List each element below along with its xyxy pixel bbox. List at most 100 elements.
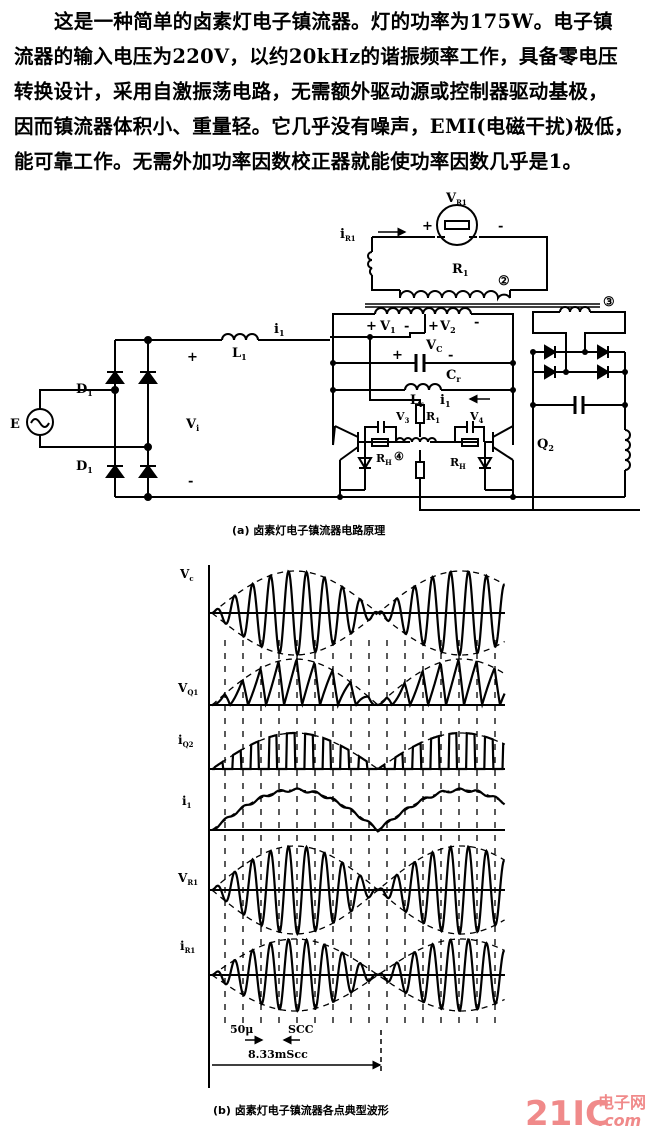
label-v3: V3 (395, 410, 410, 425)
wire (371, 236, 548, 291)
label-vc-wave: Vc (179, 567, 194, 583)
inductor-icon (624, 429, 631, 471)
node-dot (530, 349, 536, 355)
node-dot (563, 369, 569, 375)
vr1-trace (211, 844, 505, 937)
wire (369, 337, 421, 405)
label-half-cycle: 8.33mScc (248, 1048, 308, 1061)
label-period: 50μ (230, 1023, 253, 1036)
description-paragraph: 这是一种简单的卤素灯电子镇流器。灯的功率为175W。电子镇 流器的输入电压为22… (14, 4, 659, 179)
node-dot (111, 386, 119, 394)
vc-trace (211, 569, 505, 657)
bridge-diode-icon (544, 344, 610, 380)
label-minus: - (448, 348, 453, 363)
tertiary-coil-icon (559, 306, 591, 313)
secondary-coil-icon (367, 251, 376, 276)
drive-coil-icon (395, 437, 437, 443)
ac-tilde-icon (30, 418, 50, 428)
transformer-core (365, 303, 600, 308)
label-minus: - (404, 319, 409, 334)
ir1-envelope-lower (211, 974, 505, 1012)
label-node-3: ③ (603, 295, 615, 310)
label-r1: R1 (452, 262, 468, 278)
node-dot (530, 402, 536, 408)
inductor-lr-icon (404, 383, 442, 391)
label-l1: L1 (232, 346, 247, 362)
iq2-envelope (211, 732, 505, 770)
label-cr: Cr (446, 368, 461, 384)
label-i1: i1 (274, 322, 285, 338)
label-vc: VC (425, 338, 442, 354)
label-vr1: VR1 (445, 191, 467, 207)
label-d1: D1 (76, 382, 93, 398)
label-e: E (10, 417, 20, 432)
diode-icon (105, 464, 125, 478)
vr1-envelope-lower (211, 889, 505, 935)
caption-b: (b) 卤素灯电子镇流器各点典型波形 (213, 1103, 389, 1117)
label-vr1-wave: VR1 (177, 871, 198, 887)
capacitor-cr-icon (414, 354, 426, 372)
node-dot (510, 387, 516, 393)
vc-envelope-lower (211, 612, 505, 656)
label-iq2-wave: iQ2 (178, 733, 194, 749)
circuit-labels: E D1 D1 Vi + - L1 i1 iR1 VR1 + - R1 ② ③ … (10, 191, 615, 489)
transistor-q2-icon (484, 425, 514, 461)
node-dot (510, 360, 516, 366)
diode-icon (105, 370, 125, 384)
wire (39, 389, 148, 448)
label-v4: V4 (469, 410, 484, 425)
ir1-envelope (211, 938, 505, 976)
node-dot (144, 443, 152, 451)
watermark-cn: 电子网 (598, 1093, 646, 1112)
label-rh: RH (450, 456, 466, 471)
ir1-trace (211, 937, 505, 1013)
watermark-21ic: 21IC (525, 1094, 610, 1134)
label-scc: SCC (288, 1023, 314, 1036)
label-node-2: ② (498, 274, 510, 289)
caption-a: (a) 卤素灯电子镇流器电路原理 (232, 523, 385, 537)
label-rh: RH (376, 452, 392, 467)
label-plus: + (428, 319, 439, 334)
label-node-4: ④ (394, 450, 404, 463)
node-dot (144, 493, 152, 501)
transistor-q1-icon (334, 425, 368, 461)
label-plus: + (392, 348, 403, 363)
wire (330, 313, 514, 445)
transformer-primary-icon (374, 307, 472, 315)
resistor-rh-right-icon (461, 438, 479, 447)
paragraph-line: 因而镇流器体积小、重量轻。它几乎没有噪声，EMI(电磁干扰)极低， (14, 115, 634, 138)
node-dot (367, 334, 373, 340)
diode-icon (138, 370, 158, 384)
label-minus: - (474, 315, 479, 330)
node-dot (510, 494, 516, 500)
label-d1: D1 (76, 459, 93, 475)
diode-icon (138, 464, 158, 478)
wire (330, 425, 625, 498)
waveform-diagram (208, 565, 506, 1088)
capacitor-icon (364, 421, 485, 442)
inductor-l1-icon (221, 333, 259, 341)
resistor-rh-left-icon (371, 438, 389, 447)
paragraph-line: 能可靠工作。无需外加功率因数校正器就能使功率因数几乎是1。 (14, 150, 583, 173)
label-plus: + (187, 350, 198, 365)
paragraph-line: 转换设计，采用自激振荡电路，无需额外驱动源或控制器驱动基极， (14, 80, 609, 103)
node-dot (330, 360, 336, 366)
watermark-com: .com (598, 1111, 641, 1130)
i1-envelope (211, 789, 505, 831)
bridge-diodes (105, 336, 158, 501)
node-dot (582, 349, 588, 355)
node-dot (144, 336, 152, 344)
vq1-envelope (211, 658, 505, 706)
label-i1-wave: i1 (182, 794, 192, 810)
vc-envelope (211, 570, 505, 614)
paragraph-line: 流器的输入电压为220V，以约20kHz的谐振频率工作，具备零电压 (14, 45, 618, 68)
label-i1: i1 (440, 393, 451, 409)
label-v1: V1 (379, 319, 396, 335)
paragraph-line: 这是一种简单的卤素灯电子镇流器。灯的功率为175W。电子镇 (54, 10, 613, 33)
node-dot (337, 494, 343, 500)
waveform-labels: Vc VQ1 iQ2 i1 VR1 iR1 50μ SCC 8.33mScc (177, 567, 314, 1061)
zener-icon (357, 442, 493, 490)
i1-trace (211, 787, 506, 833)
label-q2: Q2 (537, 437, 554, 453)
